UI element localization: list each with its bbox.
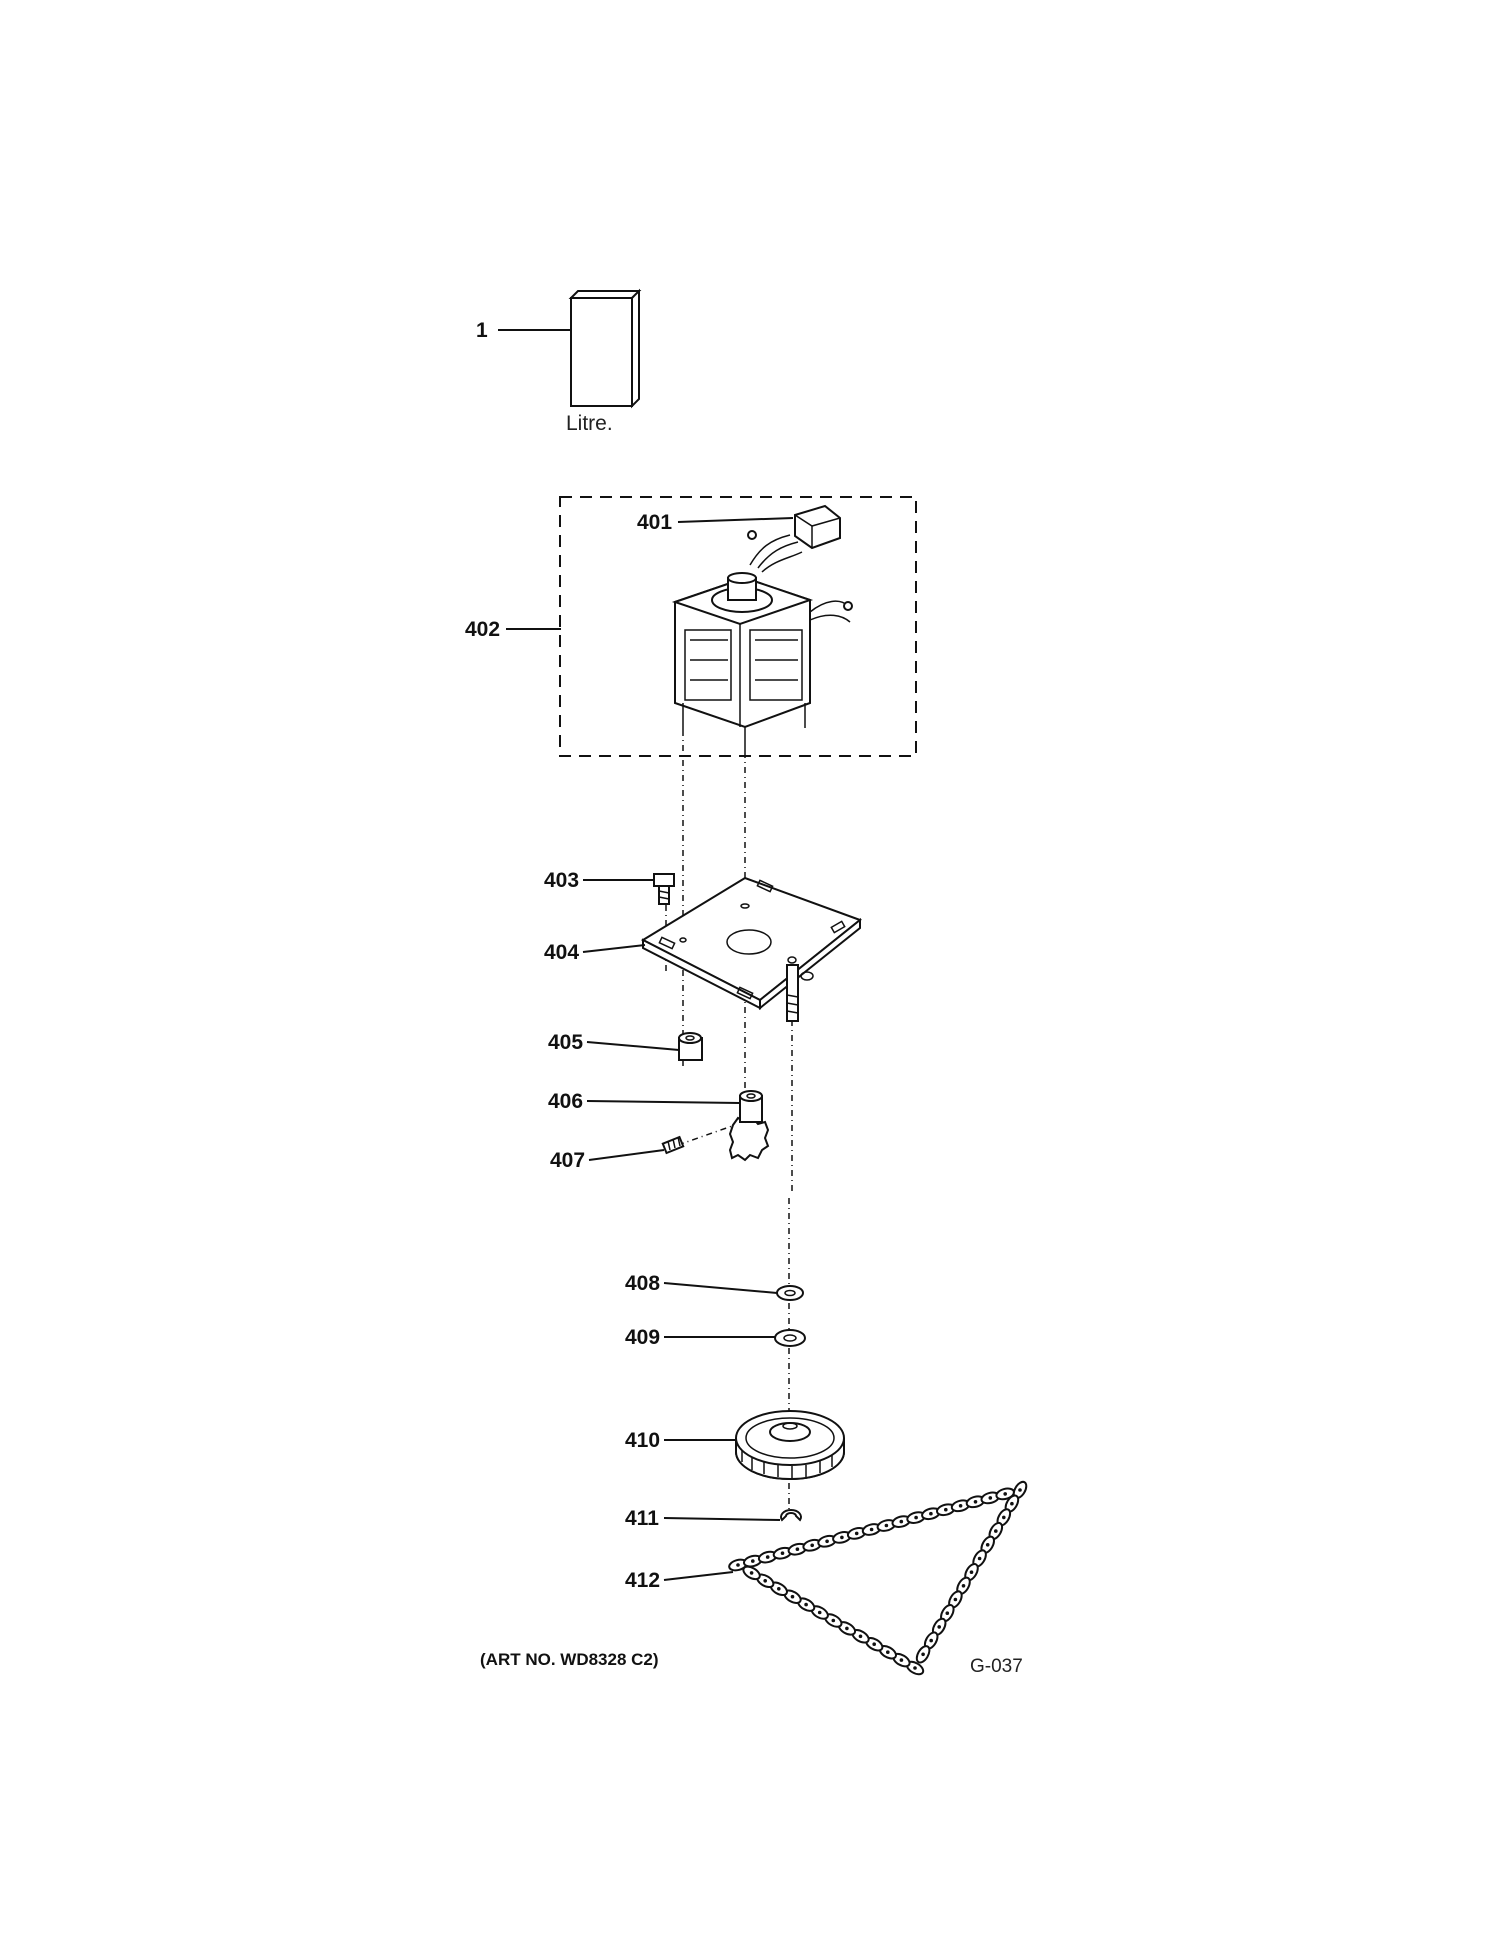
chain-pin <box>929 1638 933 1643</box>
callout-407: 407 <box>550 1149 585 1172</box>
chain-pin <box>858 1634 863 1639</box>
chain-pin <box>763 1579 767 1583</box>
manual-booklet-icon <box>568 288 642 409</box>
chain-pin <box>988 1496 993 1500</box>
chain-pin <box>945 1611 950 1615</box>
capacitor-icon <box>794 504 841 550</box>
chain-pin <box>994 1529 998 1533</box>
sprocket-icon <box>735 1410 845 1480</box>
set-screw-icon <box>661 1135 685 1155</box>
motor-icon <box>671 530 853 752</box>
chain-pin <box>958 1504 963 1508</box>
callout-411: 411 <box>625 1507 659 1530</box>
washer-icon <box>776 1285 804 1301</box>
chain-pin <box>899 1658 904 1662</box>
chain-pin <box>973 1500 978 1504</box>
chain-pin <box>1018 1488 1022 1492</box>
chain-pin <box>795 1547 800 1551</box>
chain-pin <box>810 1543 814 1548</box>
motor-assembly-box <box>559 496 917 757</box>
chain-pin <box>790 1594 795 1599</box>
callout-412: 412 <box>625 1569 660 1592</box>
chain-pin <box>1010 1501 1014 1506</box>
stud-icon <box>786 964 799 1022</box>
chain-pin <box>977 1556 982 1561</box>
chain-pin <box>913 1666 917 1670</box>
chain-pin <box>985 1543 990 1547</box>
chain-pin <box>1003 1492 1007 1496</box>
chain-pin <box>884 1523 889 1528</box>
chain-pin <box>899 1519 904 1524</box>
chain-pin <box>765 1555 770 1559</box>
retaining-clip-icon <box>780 1508 802 1522</box>
chain-pin <box>921 1652 925 1657</box>
callout-401: 401 <box>637 511 672 534</box>
art-number: (ART NO. WD8328 C2) <box>480 1650 659 1669</box>
manual-label: Litre. <box>566 412 613 435</box>
callout-1: 1 <box>476 319 488 342</box>
chain-pin <box>937 1625 941 1629</box>
chain-pin <box>914 1515 918 1520</box>
chain-pin <box>780 1551 785 1555</box>
chain-pin <box>969 1570 974 1574</box>
chain-pin <box>749 1571 754 1575</box>
callout-404: 404 <box>544 941 579 964</box>
pinion-gear-icon <box>728 1090 770 1162</box>
spacer-icon <box>678 1032 703 1061</box>
chain-pin <box>854 1531 859 1536</box>
callout-406: 406 <box>548 1090 583 1113</box>
callout-405: 405 <box>548 1031 583 1054</box>
chain-pin <box>869 1527 874 1532</box>
bolt-icon <box>653 873 675 905</box>
chain-pin <box>1002 1515 1006 1520</box>
chain-pin <box>825 1539 829 1544</box>
callout-402: 402 <box>465 618 500 641</box>
chain-pin <box>777 1587 781 1591</box>
roller-chain-icon <box>728 1480 1028 1676</box>
chain-pin <box>929 1511 933 1516</box>
callout-403: 403 <box>544 869 579 892</box>
chain-pin <box>817 1610 822 1615</box>
callout-409: 409 <box>625 1326 660 1349</box>
chain-pin <box>845 1626 849 1631</box>
chain-pin <box>840 1535 844 1540</box>
chain-pin <box>886 1650 890 1654</box>
chain-pin <box>751 1559 755 1563</box>
chain-pin <box>953 1597 958 1602</box>
chain-pin <box>872 1642 876 1646</box>
figure-code: G-037 <box>970 1656 1023 1677</box>
chain-pin <box>804 1602 808 1607</box>
chain-pin <box>961 1584 966 1588</box>
washer-icon <box>774 1329 806 1347</box>
chain-pin <box>831 1618 836 1623</box>
callout-408: 408 <box>625 1272 660 1295</box>
chain-pin <box>944 1507 948 1512</box>
callout-410: 410 <box>625 1429 660 1452</box>
chain-pin <box>736 1563 740 1567</box>
mounting-plate-icon <box>640 876 863 1011</box>
